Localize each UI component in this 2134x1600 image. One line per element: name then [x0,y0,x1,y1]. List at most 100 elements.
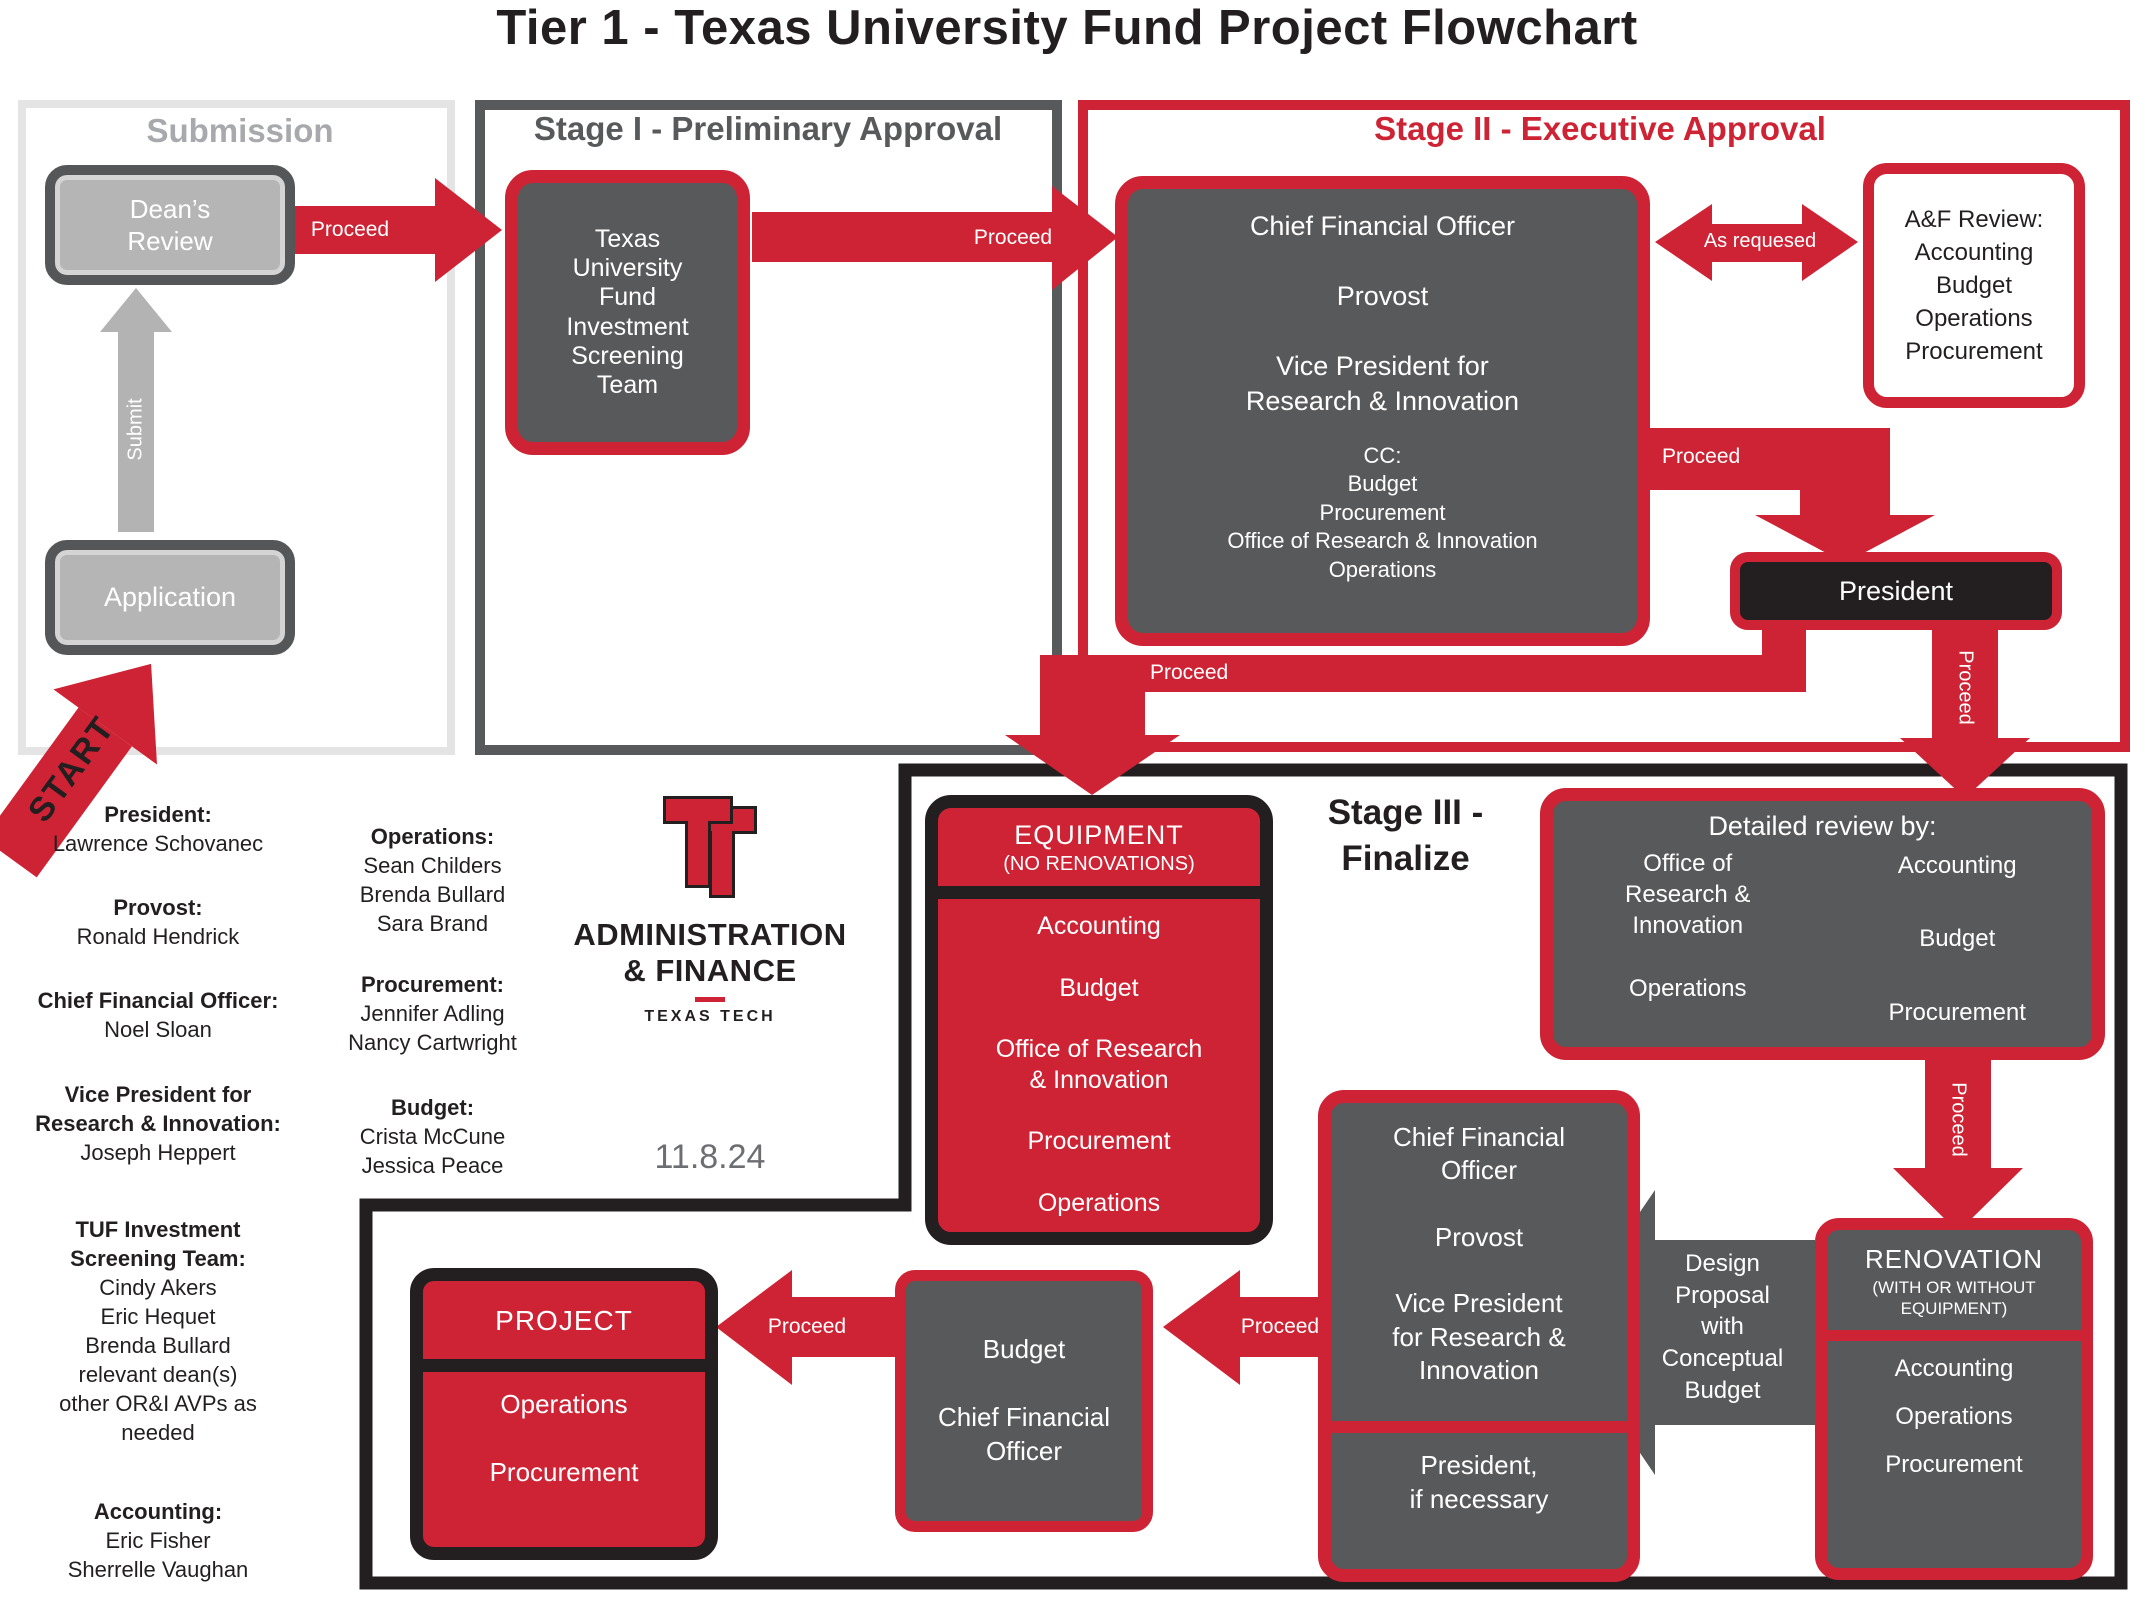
stage3-cfo-main-text: Chief Financial Officer Provost Vice Pre… [1392,1122,1566,1385]
stage1-title: Stage I - Preliminary Approval [533,110,1003,147]
president-label: President [1838,575,1954,606]
af-logo-line2: & FINANCE [623,953,797,988]
submission-panel [18,100,455,755]
detailed-review-title: Detailed review by: [1708,811,1937,841]
detailed-review-left-column: Office of Research & Innovation Operatio… [1625,850,1751,1002]
as-requested-label: As requesed [1703,230,1817,252]
submit-arrow [100,288,172,532]
roster-vp-research-title: Vice President for Research & Innovation… [35,1082,281,1137]
start-arrow [0,663,157,878]
application-label: Application [103,582,237,612]
submission-panel-title: Submission [146,112,334,149]
tuf-screening-team-box: Texas University Fund Investment Screeni… [505,170,750,455]
roster-budget: Budget: Crista McCune Jessica Peace [300,1093,565,1180]
project-title: PROJECT [495,1305,633,1336]
roster-president-names: Lawrence Schovanec [52,831,264,857]
stage2-panel [1078,100,2130,752]
roster-vp-research: Vice President for Research & Innovation… [8,1080,308,1167]
budget-cfo-text: Budget Chief Financial Officer [938,1334,1110,1466]
proceed-arrow-tuf-to-cfo [752,186,1118,290]
stage1-panel [475,100,1062,755]
stage3-cfo-bottom-text: President, if necessary [1409,1450,1549,1514]
roster-cfo-title: Chief Financial Officer: [37,988,279,1013]
deans-review-label: Dean’s Review [127,193,213,257]
roster-cfo: Chief Financial Officer: Noel Sloan [8,986,308,1044]
proceed-arrow-detailed-to-renovation [1893,1058,2023,1232]
roster-vp-research-names: Joseph Heppert [80,1140,236,1166]
proceed-label-president-detailed: Proceed [1954,650,1977,725]
proceed-label-cfo3-budget: Proceed [1240,1315,1320,1338]
af-review-text: A&F Review: Accounting Budget Operations… [1904,205,2044,366]
roster-tuf-team: TUF Investment Screening Team: Cindy Ake… [8,1215,308,1447]
proceed-arrow-deans-to-tuf [295,178,502,282]
roster-procurement-names: Jennifer Adling Nancy Cartwright [348,1001,517,1056]
roster-operations-title: Operations: [370,824,495,849]
equipment-divider [938,886,1260,899]
roster-cfo-names: Noel Sloan [104,1017,212,1043]
stage3-cfo-divider [1331,1421,1627,1433]
detailed-review-columns: Office of Research & Innovation Operatio… [1553,848,2092,1032]
roster-operations-names: Sean Childers Brenda Bullard Sara Brand [359,853,506,937]
texas-tech-double-t-logo [663,796,757,898]
design-proposal-label: Design Proposal with Conceptual Budget [1661,1250,1784,1404]
stage2-cfo-cc-text: CC: Budget Procurement Office of Researc… [1227,442,1538,582]
roster-tuf-team-title: TUF Investment Screening Team: [70,1217,246,1272]
roster-provost-names: Ronald Hendrick [76,924,240,950]
af-review-box: A&F Review: Accounting Budget Operations… [1863,163,2085,408]
project-divider [423,1359,705,1372]
proceed-arrow-president-to-detailed [1900,625,2030,798]
stage2-title: Stage II - Executive Approval [1374,110,1826,147]
proceed-arrow-budget-to-project [716,1270,895,1385]
stage3-cfo-box: Chief Financial Officer Provost Vice Pre… [1318,1090,1640,1582]
budget-cfo-box: Budget Chief Financial Officer [895,1270,1153,1532]
proceed-arrow-president-to-equipment [1005,625,1806,795]
president-box: President [1730,552,2062,630]
roster-provost-title: Provost: [113,895,203,920]
detailed-review-right-column: Accounting Budget Procurement [1888,852,2026,1026]
deans-review-box: Dean’s Review [45,165,295,285]
proceed-label-president-equipment: Proceed [1150,661,1229,684]
detailed-review-box: Detailed review by: Office of Research &… [1540,788,2105,1060]
af-logo-divider [695,997,725,1002]
renovation-divider [1827,1329,2081,1341]
equipment-title: EQUIPMENT [1014,820,1184,850]
roster-provost: Provost: Ronald Hendrick [8,893,308,951]
proceed-label-tuf-cfo: Proceed [973,226,1053,249]
project-box: PROJECT Operations Procurement [410,1268,718,1560]
roster-accounting: Accounting: Eric Fisher Sherrelle Vaugha… [8,1497,308,1584]
renovation-list: Accounting Operations Procurement [1885,1354,2023,1478]
renovation-title: RENOVATION [1864,1244,2044,1274]
tuf-screening-team-label: Texas University Fund Investment Screeni… [566,224,689,399]
roster-president: President: Lawrence Schovanec [8,800,308,858]
proceed-arrow-cfo-to-president [1650,428,1935,563]
application-box: Application [45,540,295,655]
af-logo-block: ADMINISTRATION & FINANCE TEXAS TECH [545,795,875,1026]
roster-tuf-team-names: Cindy Akers Eric Hequet Brenda Bullard r… [59,1275,257,1446]
af-logo-line1: ADMINISTRATION [573,917,847,952]
stage2-cfo-main-text: Chief Financial Officer Provost Vice Pre… [1245,211,1520,417]
equipment-list: Accounting Budget Office of Research & I… [995,912,1203,1217]
roster-operations: Operations: Sean Childers Brenda Bullard… [300,822,565,938]
proceed-label-deans-tuf: Proceed [310,218,390,241]
roster-accounting-names: Eric Fisher Sherrelle Vaughan [67,1528,249,1583]
renovation-subtitle: (WITH OR WITHOUT EQUIPMENT) [1872,1278,2036,1319]
proceed-label-budget-project: Proceed [767,1315,847,1338]
proceed-label-detailed-renovation: Proceed [1947,1082,1970,1157]
stage3-panel-border [359,763,2128,1590]
submit-label: Submit [124,398,147,461]
roster-procurement-title: Procurement: [360,972,505,997]
proceed-label-cfo-president: Proceed [1662,445,1741,468]
project-list: Operations Procurement [489,1389,639,1487]
as-requested-arrow [1655,204,1858,281]
roster-budget-names: Crista McCune Jessica Peace [359,1124,506,1179]
af-logo-line3: TEXAS TECH [644,1008,776,1025]
roster-president-title: President: [104,802,212,827]
roster-procurement: Procurement: Jennifer Adling Nancy Cartw… [300,970,565,1057]
date-label: 11.8.24 [654,1138,766,1176]
renovation-box: RENOVATION (WITH OR WITHOUT EQUIPMENT) A… [1815,1218,2093,1580]
equipment-subtitle: (NO RENOVATIONS) [1003,853,1195,875]
equipment-box: EQUIPMENT (NO RENOVATIONS) Accounting Bu… [925,795,1273,1245]
roster-budget-title: Budget: [390,1095,475,1120]
proceed-arrow-cfo3-to-budget [1163,1270,1318,1385]
